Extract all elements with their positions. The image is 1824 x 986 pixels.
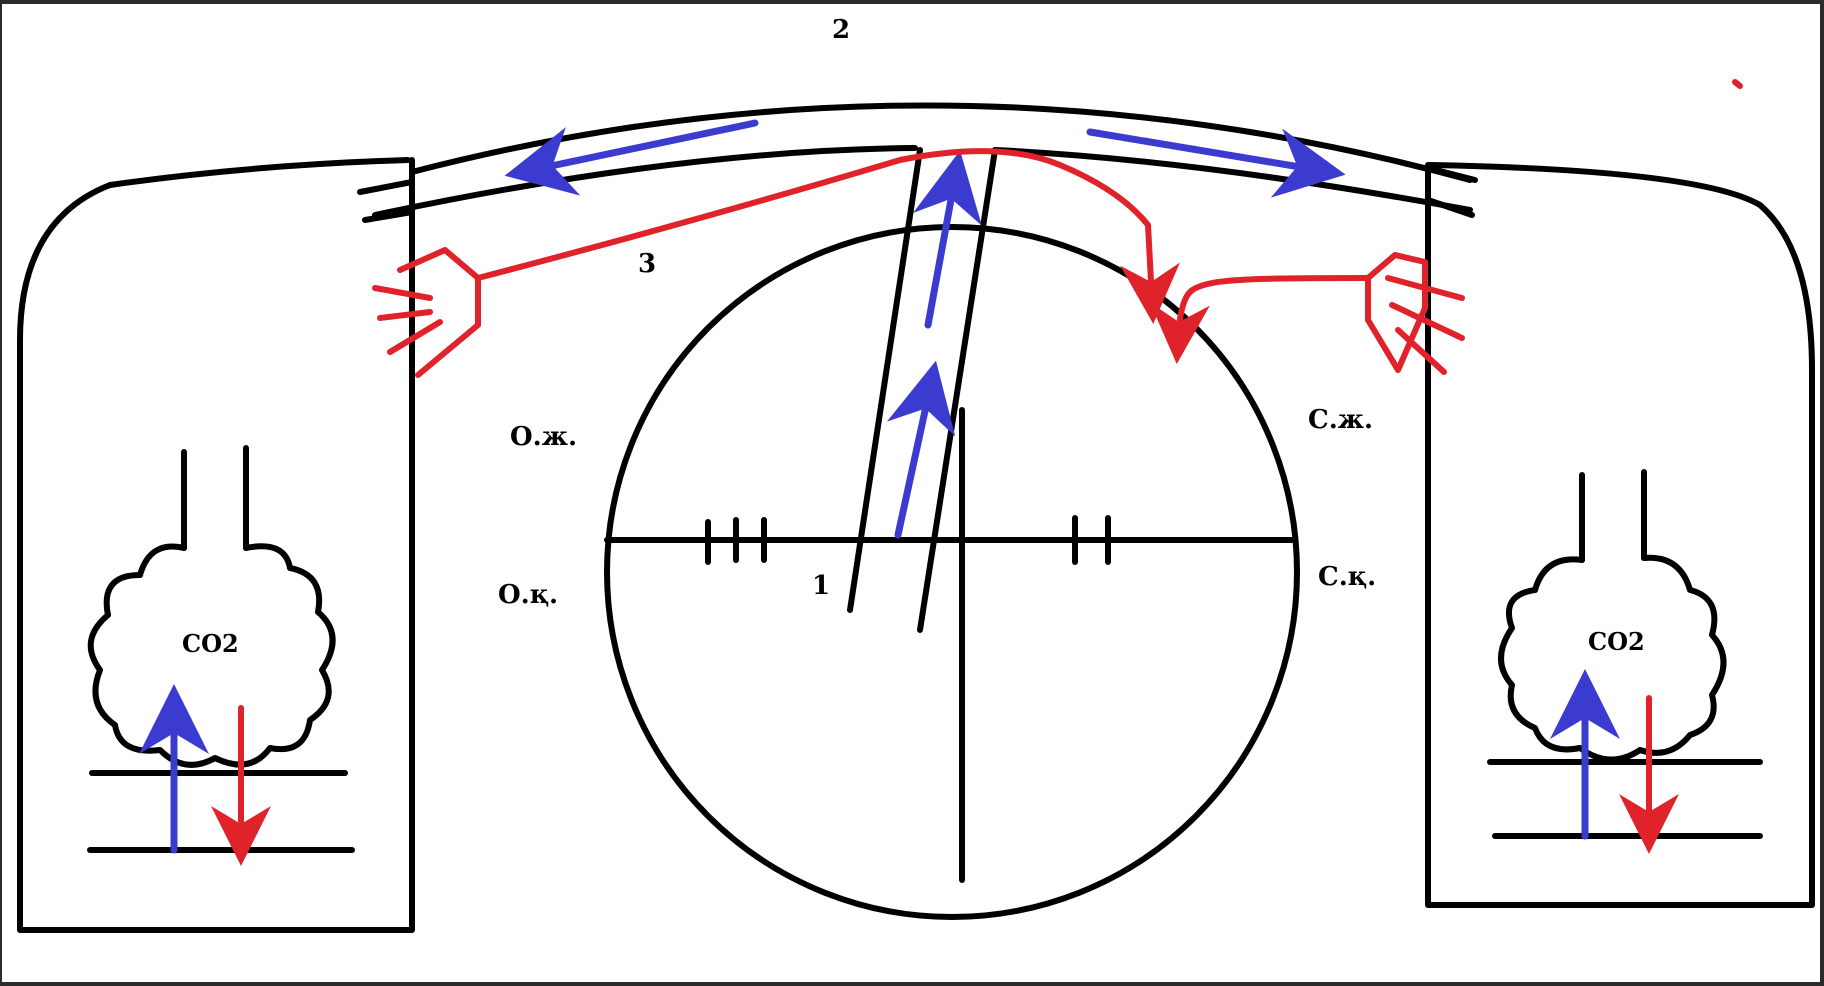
right-hand-finger-2 (1389, 302, 1465, 341)
warm-stream (372, 79, 1743, 378)
globe-circle (604, 224, 1300, 920)
right-hand-finger-1 (1385, 275, 1465, 301)
warm-stream-east-to-globe (1149, 275, 1371, 364)
arch-lower-right-line (992, 147, 1473, 213)
label-east-warm: С.ж. (1308, 405, 1373, 435)
right-house-glyph (1365, 252, 1428, 373)
shaft-blue-arrow-upper (912, 150, 982, 329)
arch-lower-left-line (372, 145, 918, 218)
label-west-cold: О.қ. (498, 580, 558, 610)
right-hand-finger-3 (1395, 327, 1447, 375)
label-west-warm: О.ж. (510, 422, 577, 452)
arch-blue-arrow-west (504, 119, 759, 196)
right-cell-outline (1425, 162, 1815, 908)
left-vent-line-2 (362, 209, 415, 223)
warm-stream-west-to-globe (475, 148, 1181, 324)
shaft-right-wall (917, 147, 998, 633)
right-cell: CO2 (1425, 162, 1815, 908)
left-cell-outline (17, 157, 415, 933)
globe (604, 147, 1300, 920)
left-hand-finger-3 (387, 319, 443, 355)
left-house-glyph (397, 247, 481, 378)
shaft-left-wall (847, 147, 923, 613)
label-shaft: 1 (812, 571, 830, 601)
left-vent-line-1 (357, 179, 415, 195)
left-hand-finger-2 (377, 309, 433, 321)
upper-arch (372, 102, 1473, 218)
label-east-cold: С.қ. (1318, 562, 1376, 592)
shaft-blue-arrow-lower (886, 360, 956, 539)
left-cell: CO2 (17, 157, 415, 933)
left-cloud (87, 543, 336, 768)
label-warm-stream: 3 (638, 249, 656, 279)
right-cloud (1498, 554, 1727, 763)
label-north-wall: 2 (832, 15, 850, 45)
labels: 2 3 1 О.ж. О.қ. С.ж. С.қ. (498, 15, 1376, 610)
left-cloud-label: CO2 (182, 629, 239, 658)
right-cloud-label: CO2 (1588, 627, 1645, 656)
left-hand-finger-1 (372, 285, 433, 301)
arch-blue-arrow-east (1086, 128, 1346, 198)
stray-red-mark (1732, 79, 1743, 89)
